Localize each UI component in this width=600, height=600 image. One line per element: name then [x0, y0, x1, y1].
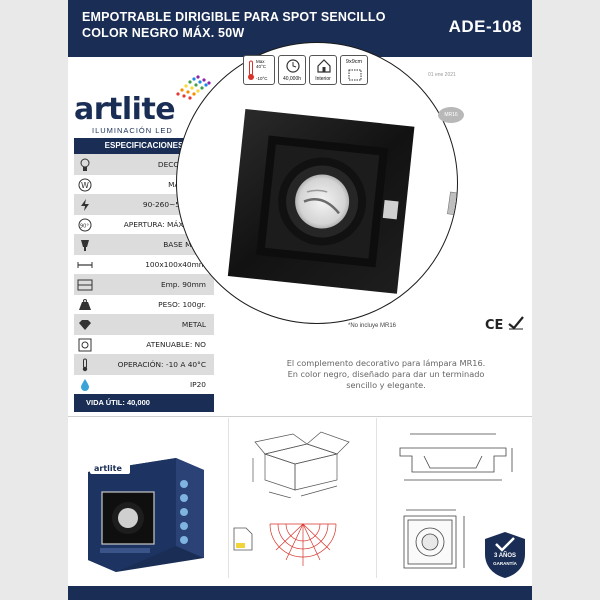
product-title-line2: COLOR NEGRO MÁX. 50W — [82, 26, 245, 40]
spec-row: 100x100x40mm — [74, 254, 214, 275]
spec-row: METAL — [74, 314, 214, 335]
spec-value: 100x100x40mm — [145, 260, 206, 269]
thermometer-icon — [76, 357, 94, 373]
product-photo-circle — [176, 42, 458, 324]
house-icon — [317, 59, 331, 73]
box-brand-text: artlite — [94, 464, 122, 473]
spec-value: METAL — [181, 320, 206, 329]
spec-value: OPERACIÓN: -10 A 40°C — [117, 360, 206, 369]
cutout-icon — [348, 69, 362, 81]
dimmable-icon — [76, 337, 94, 353]
beam-angle-diagram — [269, 523, 337, 566]
warranty-shield-icon — [485, 532, 525, 578]
retail-box-image: artlite — [88, 458, 204, 572]
product-code: ADE-108 — [448, 17, 522, 36]
spec-value: BASE MR16 — [163, 240, 206, 249]
cutout-badge: 9x9cm — [340, 55, 368, 85]
document-icon — [233, 527, 253, 551]
socket-icon — [76, 237, 94, 253]
ce-label: CE — [485, 318, 504, 333]
spec-row: Emp. 90mm — [74, 274, 214, 295]
interior-badge: Interior — [309, 55, 337, 85]
svg-text:W: W — [81, 181, 89, 190]
thermometer-icon — [248, 60, 254, 80]
description-line3: sencillo y elegante. — [346, 380, 426, 390]
material-icon — [76, 317, 94, 333]
mr16-tag: MR16 — [438, 107, 464, 123]
fixture-illustration — [227, 108, 457, 294]
top-view-drawing — [403, 509, 465, 569]
column-divider — [228, 418, 229, 578]
spec-value: Emp. 90mm — [160, 280, 206, 289]
box-dimensions-drawing — [252, 431, 350, 498]
spec-row: PESO: 100gr. — [74, 294, 214, 315]
water-drop-icon — [76, 377, 94, 393]
spec-row: BASE MR16 — [74, 234, 214, 255]
side-view-drawing — [399, 433, 513, 481]
feature-badges: Max 40°C -10°C 40,000h Interior 9x9cm — [243, 55, 368, 85]
description-line2: En color negro, diseñado para dar un ter… — [287, 369, 485, 379]
product-title-line1: EMPOTRABLE DIRIGIBLE PARA SPOT SENCILLO — [82, 10, 386, 24]
spec-value: 90-260~50/60Hz — [142, 200, 206, 209]
logo-dots-icon — [176, 75, 211, 100]
spec-value: ATENUABLE: NO — [146, 340, 206, 349]
column-divider — [376, 418, 377, 578]
watt-icon: W — [76, 177, 94, 193]
bulb-icon — [76, 157, 94, 173]
ce-mark: CE — [485, 316, 524, 333]
hours-label: 40,000h — [282, 76, 302, 82]
footer-bar — [68, 586, 532, 600]
lifetime-banner: VIDA ÚTIL: 40,000 — [74, 394, 214, 412]
section-divider — [68, 416, 532, 417]
beam-angle-icon: 90° — [76, 217, 94, 233]
warranty-word: GARANTÍA — [493, 561, 517, 566]
hours-badge: 40,000h — [278, 55, 306, 85]
spec-value: PESO: 100gr. — [158, 300, 206, 309]
cutout-label: 9x9cm — [345, 59, 363, 65]
dimensions-icon — [76, 257, 94, 273]
clock-icon — [286, 59, 300, 73]
recess-icon — [76, 277, 94, 293]
spec-row: IP20 — [74, 374, 214, 395]
temp-max-label: Max 40°C — [256, 59, 267, 69]
temperature-badge: Max 40°C -10°C — [243, 55, 275, 85]
svg-text:90°: 90° — [80, 223, 89, 229]
spec-row: 90° APERTURA: MÁX. 120° — [74, 214, 214, 235]
warranty-label: 3 AÑOS GARANTÍA — [482, 553, 528, 567]
spec-value: IP20 — [189, 380, 206, 389]
weight-icon — [76, 297, 94, 313]
brand-wordmark: artlite — [74, 92, 176, 127]
interior-label: Interior — [315, 76, 331, 82]
temp-min-label: -10°C — [256, 76, 268, 81]
spec-row: ATENUABLE: NO — [74, 334, 214, 355]
spec-value: APERTURA: MÁX. 120° — [123, 220, 206, 229]
not-included-note: *No incluye MR16 — [348, 323, 397, 329]
product-description: El complemento decorativo para lámpara M… — [260, 358, 512, 391]
brand-tagline: ILUMINACIÓN LED — [92, 126, 173, 135]
description-line1: El complemento decorativo para lámpara M… — [286, 358, 486, 368]
date-label: 01 ene 2021 — [428, 72, 456, 78]
brand-logo: artlite ILUMINACIÓN LED — [74, 75, 211, 140]
spec-row: OPERACIÓN: -10 A 40°C — [74, 354, 214, 375]
rohs-check-icon — [508, 316, 524, 330]
warranty-years: 3 AÑOS — [493, 553, 517, 559]
header-bar: EMPOTRABLE DIRIGIBLE PARA SPOT SENCILLO … — [68, 0, 532, 57]
power-icon — [76, 197, 94, 213]
